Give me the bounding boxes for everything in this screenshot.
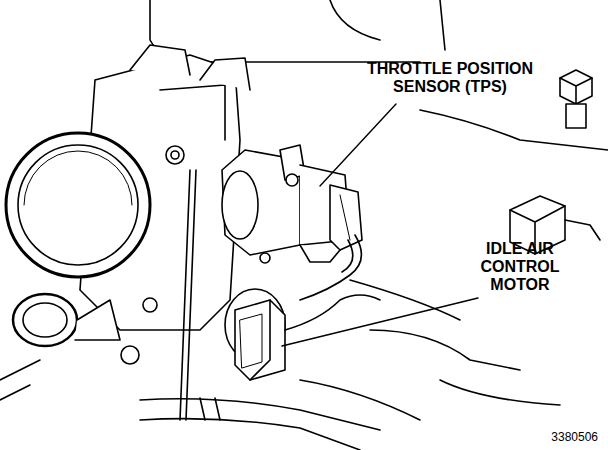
part-label: THROTTLE POSITION SENSOR (TPS) — [350, 60, 550, 96]
figure-number: 3380506 — [480, 430, 598, 444]
part-label: IDLE AIR CONTROL MOTOR — [470, 240, 570, 294]
